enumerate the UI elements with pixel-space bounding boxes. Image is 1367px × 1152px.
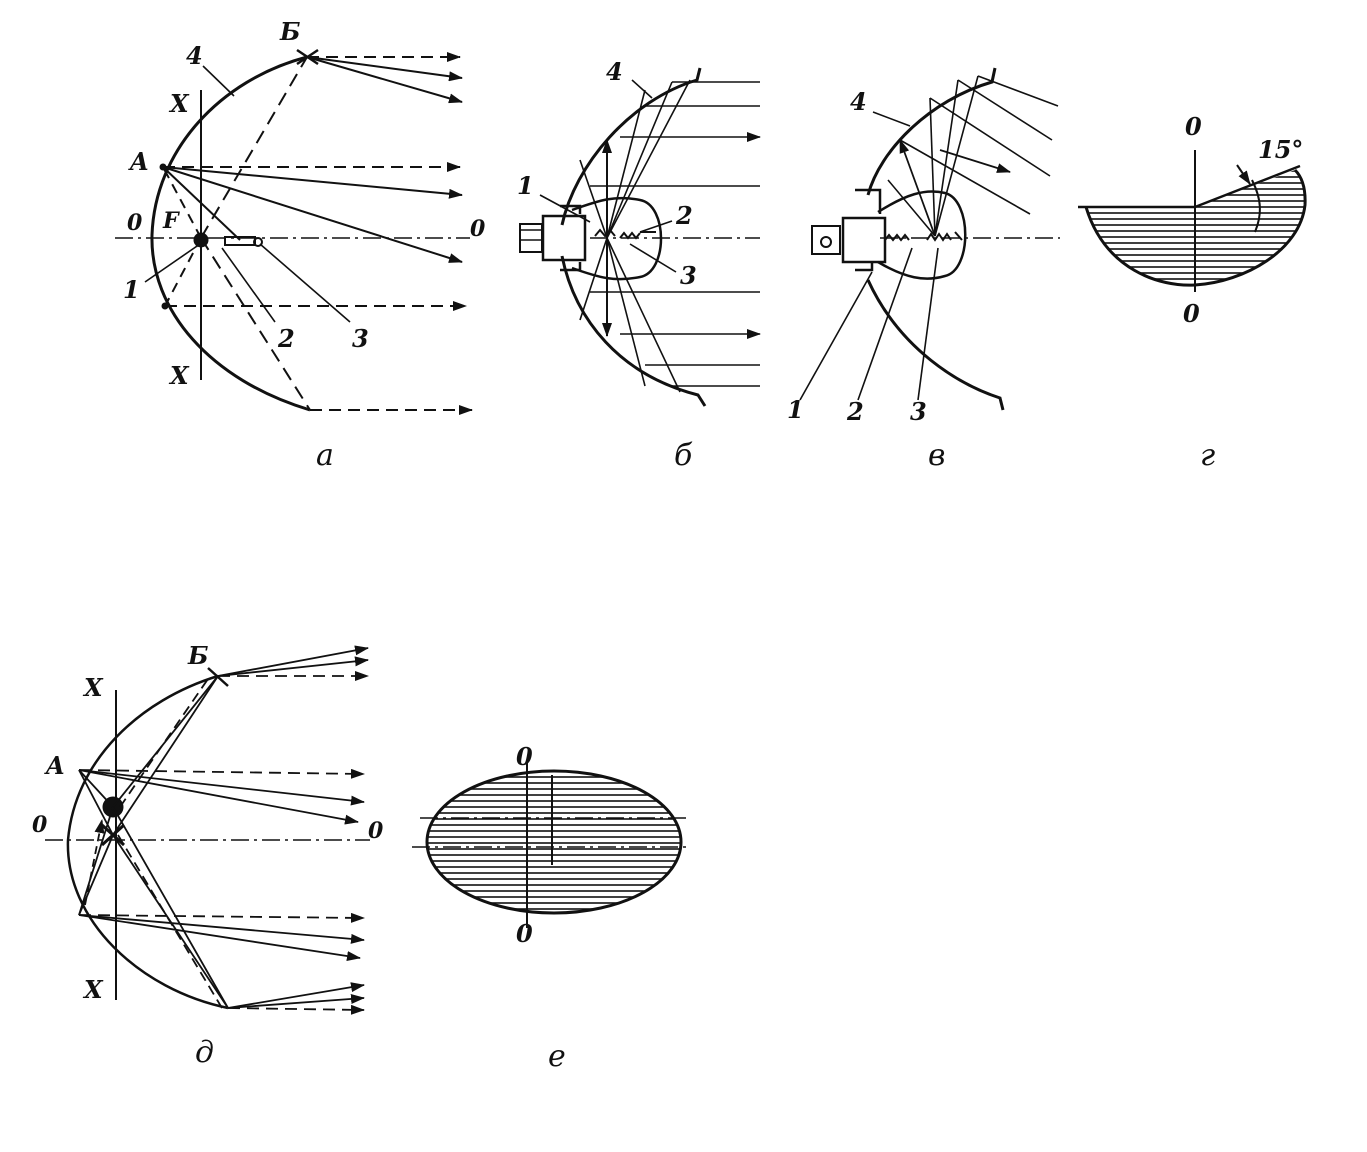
x-top-label: X xyxy=(82,673,104,702)
panel-b xyxy=(519,67,761,407)
axis-zero-left-label: 0 xyxy=(32,812,48,838)
panel-e-caption: е xyxy=(548,1039,566,1074)
axis-zero-top-label: 0 xyxy=(516,742,533,771)
point-b-label: Б xyxy=(187,641,209,670)
panel-v xyxy=(799,67,1060,411)
axis-zero-bottom-label: 0 xyxy=(1183,299,1200,328)
ref-4-label: 4 xyxy=(186,41,203,70)
reflector-curve xyxy=(66,674,229,1010)
ref-1-label: 1 xyxy=(787,395,804,424)
ref-3-label: 3 xyxy=(910,397,927,426)
ref-2-label: 2 xyxy=(846,397,864,426)
panel-a-labels: Б 4 X A 0 F 0 1 2 3 X а xyxy=(123,17,486,473)
panel-d-caption: д xyxy=(195,1035,214,1070)
panel-e xyxy=(412,760,690,928)
ref-4-label: 4 xyxy=(850,87,867,116)
x-bottom-label: X xyxy=(82,975,104,1004)
axis-zero-bottom-label: 0 xyxy=(516,919,533,948)
panel-a xyxy=(115,48,473,415)
ref-4-label: 4 xyxy=(606,57,623,86)
axis-zero-left-label: 0 xyxy=(127,210,143,236)
panel-g-labels: 0 15° 0 г xyxy=(1183,112,1303,473)
angle-label: 15° xyxy=(1258,135,1303,164)
panel-g-caption: г xyxy=(1200,438,1215,473)
ref-3-label: 3 xyxy=(680,261,697,290)
point-a-label: A xyxy=(128,147,149,176)
ref-1-label: 1 xyxy=(517,171,534,200)
panel-d xyxy=(45,645,370,1015)
reflector-curve xyxy=(866,67,1005,411)
point-a-label: A xyxy=(44,751,65,780)
panel-v-caption: в xyxy=(928,438,945,473)
axis-zero-right-label: 0 xyxy=(368,818,384,844)
x-top-label: X xyxy=(168,89,190,118)
beam-pattern-outline xyxy=(425,769,683,915)
panel-e-labels: 0 0 е xyxy=(516,742,566,1074)
panel-b-caption: б xyxy=(674,438,693,473)
axis-zero-right-label: 0 xyxy=(470,216,486,242)
ref-1-label: 1 xyxy=(123,275,140,304)
panel-g xyxy=(1078,150,1307,292)
panel-b-labels: 4 1 2 3 б xyxy=(517,57,697,473)
point-b-label: Б xyxy=(279,17,301,46)
reflector-curve xyxy=(560,67,707,407)
panel-a-caption: а xyxy=(316,438,334,473)
ref-2-label: 2 xyxy=(675,201,693,230)
ref-2-label: 2 xyxy=(277,324,295,353)
panel-d-labels: Б X A 0 0 X д xyxy=(32,641,384,1070)
panel-v-labels: 4 1 2 3 в xyxy=(787,87,945,473)
reflector-curve xyxy=(150,55,311,412)
ref-3-label: 3 xyxy=(352,324,369,353)
beam-pattern-outline xyxy=(1084,168,1307,287)
x-bottom-label: X xyxy=(168,361,190,390)
focus-f-label: F xyxy=(162,208,180,234)
axis-zero-top-label: 0 xyxy=(1185,112,1202,141)
